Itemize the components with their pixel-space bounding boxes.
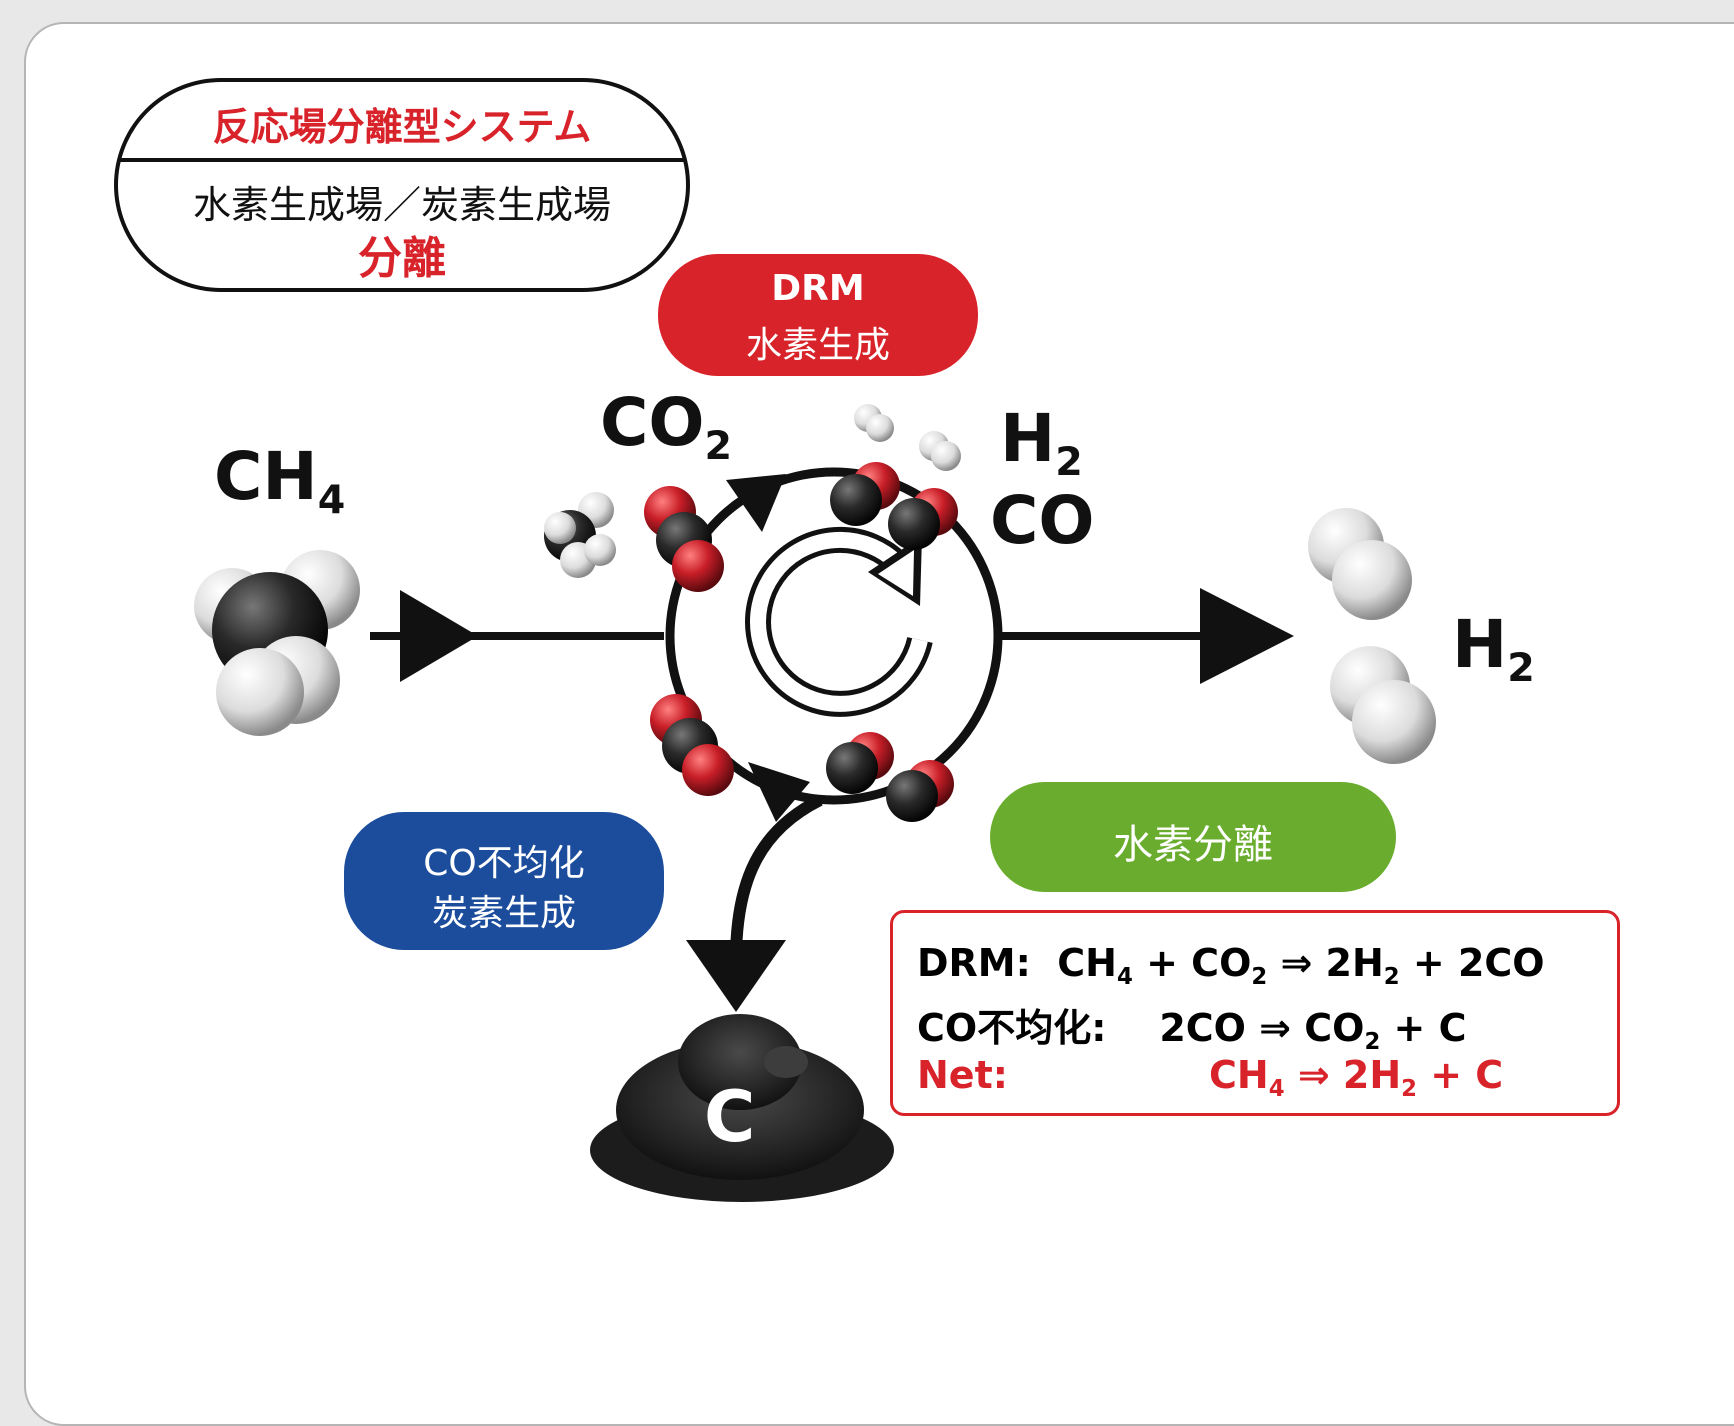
net-eq-rhs: ⇒ 2H	[1297, 1053, 1402, 1097]
reaction-cycle-ring	[665, 467, 1003, 805]
h2-top-label-main: H	[1000, 400, 1056, 477]
net-equation: Net: CH4 ⇒ 2H2 + C	[917, 1053, 1597, 1102]
co-pill-subtitle: 炭素生成	[431, 893, 576, 934]
rotation-arrowhead-inner	[878, 550, 914, 596]
drm-eq-lhs: CH	[1057, 941, 1117, 985]
co-molecule-2	[888, 488, 958, 550]
system-title-box: 反応場分離型システム 水素生成場／炭素生成場 分離	[114, 78, 690, 292]
diagram-stage: 反応場分離型システム 水素生成場／炭素生成場 分離 DRM 水素生成 CO不均化…	[24, 22, 1734, 1426]
h2-top-label-sub: 2	[1055, 438, 1083, 485]
co2-molecule-lower	[650, 694, 734, 796]
co-molecule-3	[826, 732, 894, 794]
output-arrowhead	[1200, 588, 1294, 684]
h2-molecule-small-1	[854, 404, 894, 442]
reaction-diagram-graphics	[194, 404, 1436, 1202]
system-title: 反応場分離型システム	[212, 105, 592, 149]
co2-label: CO2	[600, 384, 732, 469]
net-eq-rhs2: + C	[1430, 1053, 1504, 1097]
co-eq-lhs: 2CO ⇒ CO	[1159, 1006, 1365, 1050]
carbon-arrowhead	[686, 940, 786, 1012]
drm-pill: DRM 水素生成	[658, 254, 978, 376]
cycle-arrowhead-top	[726, 474, 786, 532]
h2-sep-label: 水素分離	[1113, 822, 1273, 868]
carbon-powder-pile	[590, 1014, 894, 1202]
co-label: CO	[990, 482, 1095, 559]
drm-eq-plus: + CO	[1146, 941, 1252, 985]
system-separation-label: 分離	[358, 233, 446, 284]
net-eq-lhs: CH	[1209, 1053, 1269, 1097]
drm-eq-label: DRM:	[917, 941, 1031, 985]
h2-right-label-sub: 2	[1507, 644, 1535, 691]
net-eq-rhs-sub: 2	[1401, 1075, 1417, 1102]
drm-eq-lhs-sub: 4	[1117, 963, 1133, 990]
h2-right-label-main: H	[1452, 606, 1508, 683]
drm-eq-plus-sub: 2	[1251, 963, 1268, 990]
net-eq-label: Net:	[917, 1053, 1008, 1097]
co2-label-main: CO	[600, 384, 705, 461]
ch4-label-main: CH	[214, 438, 318, 515]
equation-box: DRM: CH4 + CO2 ⇒ 2H2 + 2CO CO不均化: 2CO ⇒ …	[890, 910, 1620, 1116]
system-subtitle: 水素生成場／炭素生成場	[192, 183, 611, 227]
co2-label-sub: 2	[704, 422, 733, 469]
drm-equation: DRM: CH4 + CO2 ⇒ 2H2 + 2CO	[917, 941, 1545, 990]
h2-molecule-large-1	[1308, 508, 1412, 620]
title-divider	[118, 158, 686, 162]
h2-top-label: H2	[1000, 400, 1083, 485]
h2-right-label: H2	[1452, 606, 1535, 691]
co-eq-lhs-sub: 2	[1364, 1028, 1381, 1055]
h2-molecule-large-2	[1330, 646, 1436, 764]
drm-pill-subtitle: 水素生成	[745, 325, 890, 366]
ch4-molecule-small	[544, 492, 616, 578]
drm-eq-rhs: ⇒ 2H	[1280, 941, 1384, 985]
cycle-arrowhead-bottom	[748, 762, 810, 822]
co-pill-title: CO不均化	[423, 843, 585, 884]
co-eq-rhs: + C	[1393, 1006, 1467, 1050]
drm-pill-title: DRM	[771, 268, 865, 309]
hydrogen-separation-pill: 水素分離	[990, 782, 1396, 892]
ch4-label: CH4	[214, 438, 345, 523]
ch4-molecule-large	[194, 550, 360, 736]
co2-molecule-upper	[644, 486, 724, 592]
ch4-label-sub: 4	[317, 476, 346, 523]
net-eq-lhs-sub: 4	[1268, 1075, 1285, 1102]
carbon-path	[730, 794, 823, 961]
input-arrowhead	[400, 590, 478, 682]
net-eq-body: CH4 ⇒ 2H2 + C	[1209, 1053, 1503, 1102]
co-disproportionation-pill: CO不均化 炭素生成	[344, 812, 664, 950]
h2-molecule-small-2	[919, 431, 961, 471]
co-disproportionation-equation: CO不均化: 2CO ⇒ CO2 + C	[917, 997, 1467, 1055]
co-molecule-4	[886, 760, 954, 822]
drm-eq-rhs2: + 2CO	[1412, 941, 1545, 985]
rotation-symbol-inner	[750, 531, 928, 712]
carbon-label: C	[704, 1076, 756, 1158]
drm-eq-rhs-sub: 2	[1383, 963, 1400, 990]
co-eq-label: CO不均化:	[917, 1006, 1107, 1050]
co-molecule-1	[830, 462, 900, 526]
